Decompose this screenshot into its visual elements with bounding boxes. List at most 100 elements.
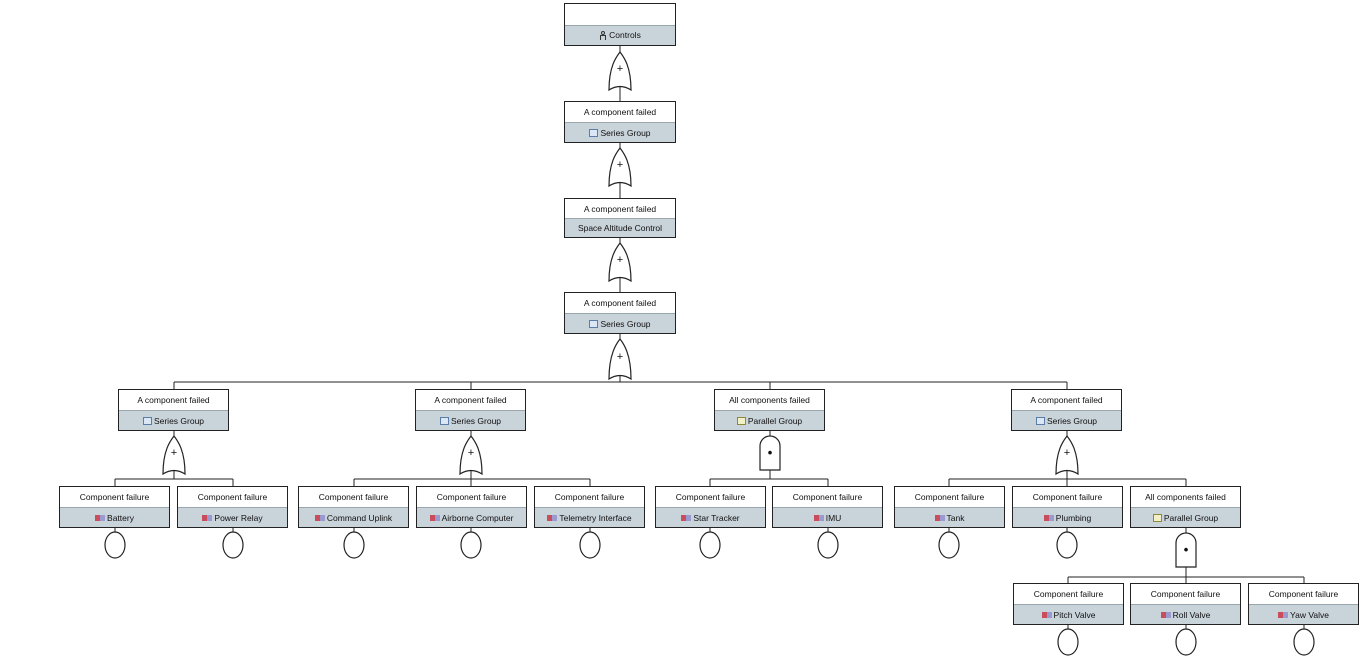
component-node-telemetry-interface[interactable]: Component failure Telemetry Interface	[534, 486, 645, 528]
node-event-text: Component failure	[197, 492, 268, 502]
component-icon	[934, 514, 945, 521]
node-event-text: Component failure	[914, 492, 985, 502]
root-node-header	[565, 4, 675, 25]
component-node-battery[interactable]: Component failure Battery	[59, 486, 170, 528]
node-label: Series Group	[600, 127, 651, 138]
node-label: Telemetry Interface	[559, 512, 632, 523]
node-label: Battery	[107, 512, 134, 523]
node-label-band: Series Group	[565, 313, 675, 333]
component-icon	[202, 514, 213, 521]
component-node-roll-valve[interactable]: Component failure Roll Valve	[1130, 583, 1241, 625]
node-event-text: A component failed	[137, 395, 210, 405]
or-gate-icon	[608, 147, 632, 188]
or-gate-symbol: +	[617, 159, 623, 171]
node-label-band: Series Group	[416, 410, 525, 430]
parallel-group-icon	[1152, 513, 1162, 522]
component-icon	[1278, 611, 1289, 618]
group-node-4[interactable]: A component failed Series Group	[1011, 389, 1122, 431]
node-label: Yaw Valve	[1290, 609, 1329, 620]
node-event-text: Component failure	[554, 492, 625, 502]
basic-event-circle	[222, 531, 244, 559]
component-node-star-tracker[interactable]: Component failure Star Tracker	[655, 486, 766, 528]
component-node-power-relay[interactable]: Component failure Power Relay	[177, 486, 288, 528]
node-label: Parallel Group	[1163, 512, 1219, 523]
component-icon	[681, 514, 692, 521]
node-label: Series Group	[153, 415, 205, 426]
node-label: Tank	[946, 512, 965, 523]
node-label-band: Series Group	[1012, 410, 1121, 430]
node-label-band: Star Tracker	[656, 507, 765, 527]
group-node-2[interactable]: A component failed Series Group	[415, 389, 526, 431]
or-gate-symbol: +	[617, 63, 623, 75]
node-label-band: Parallel Group	[1131, 507, 1240, 527]
component-node-command-uplink[interactable]: Component failure Command Uplink	[298, 486, 409, 528]
node-label-band: Plumbing	[1013, 507, 1122, 527]
or-gate-symbol: +	[171, 447, 177, 459]
component-node-tank[interactable]: Component failure Tank	[894, 486, 1005, 528]
node-label: Space Altitude Control	[577, 223, 663, 233]
or-gate-icon	[459, 435, 483, 476]
node-label-band: IMU	[773, 507, 882, 527]
or-gate-icon	[608, 338, 632, 381]
component-icon	[429, 514, 440, 521]
component-icon	[1041, 611, 1052, 618]
series-group-icon	[142, 416, 152, 425]
component-node-imu[interactable]: Component failure IMU	[772, 486, 883, 528]
node-event-text: A component failed	[583, 298, 657, 308]
node-event-text: Component failure	[1150, 589, 1221, 599]
node-label: Star Tracker	[693, 512, 740, 523]
and-gate-icon	[759, 435, 781, 471]
series-group-node[interactable]: A component failed Series Group	[564, 101, 676, 143]
basic-event-circle	[460, 531, 482, 559]
component-icon	[1160, 611, 1171, 618]
or-gate-icon	[608, 51, 632, 92]
component-node-pitch-valve[interactable]: Component failure Pitch Valve	[1013, 583, 1124, 625]
node-label: IMU	[825, 512, 842, 523]
parallel-subgroup-node[interactable]: All components failed Parallel Group	[1130, 486, 1241, 528]
component-node-yaw-valve[interactable]: Component failure Yaw Valve	[1248, 583, 1359, 625]
node-label-band: Series Group	[565, 122, 675, 142]
group-node-3[interactable]: All components failed Parallel Group	[714, 389, 825, 431]
parallel-group-icon	[736, 416, 746, 425]
root-node-controls[interactable]: Controls	[564, 3, 676, 46]
series-group-icon	[1035, 416, 1045, 425]
component-icon	[813, 514, 824, 521]
basic-event-circle	[817, 531, 839, 559]
node-label-band: Series Group	[119, 410, 228, 430]
node-event-text: All components failed	[1145, 492, 1226, 502]
and-gate-symbol: •	[1184, 542, 1189, 557]
node-label-band: Space Altitude Control	[565, 218, 675, 237]
node-label-band: Command Uplink	[299, 507, 408, 527]
node-label-band: Airborne Computer	[417, 507, 526, 527]
basic-event-circle	[1175, 628, 1197, 656]
or-gate-symbol: +	[1064, 447, 1070, 459]
and-gate-icon	[1175, 532, 1197, 568]
and-gate-symbol: •	[768, 445, 773, 460]
series-group-node[interactable]: A component failed Series Group	[564, 292, 676, 334]
basic-event-circle	[938, 531, 960, 559]
space-altitude-control-node[interactable]: A component failed Space Altitude Contro…	[564, 198, 676, 238]
component-node-airborne-computer[interactable]: Component failure Airborne Computer	[416, 486, 527, 528]
node-label-band: Parallel Group	[715, 410, 824, 430]
node-event-text: Component failure	[436, 492, 507, 502]
or-gate-symbol: +	[617, 254, 623, 266]
component-node-plumbing[interactable]: Component failure Plumbing	[1012, 486, 1123, 528]
node-event-text: Component failure	[79, 492, 150, 502]
node-label: Power Relay	[214, 512, 263, 523]
group-node-1[interactable]: A component failed Series Group	[118, 389, 229, 431]
node-label: Series Group	[1046, 415, 1098, 426]
basic-event-circle	[1057, 628, 1079, 656]
person-icon	[599, 30, 607, 40]
node-label-band: Power Relay	[178, 507, 287, 527]
or-gate-icon	[608, 242, 632, 283]
node-label: Pitch Valve	[1053, 609, 1096, 620]
series-group-icon	[589, 128, 599, 137]
or-gate-symbol: +	[617, 351, 623, 363]
node-event-text: Component failure	[1032, 492, 1103, 502]
basic-event-circle	[104, 531, 126, 559]
node-label-band: Roll Valve	[1131, 604, 1240, 624]
basic-event-circle	[343, 531, 365, 559]
component-icon	[95, 514, 106, 521]
node-event-text: A component failed	[1030, 395, 1103, 405]
